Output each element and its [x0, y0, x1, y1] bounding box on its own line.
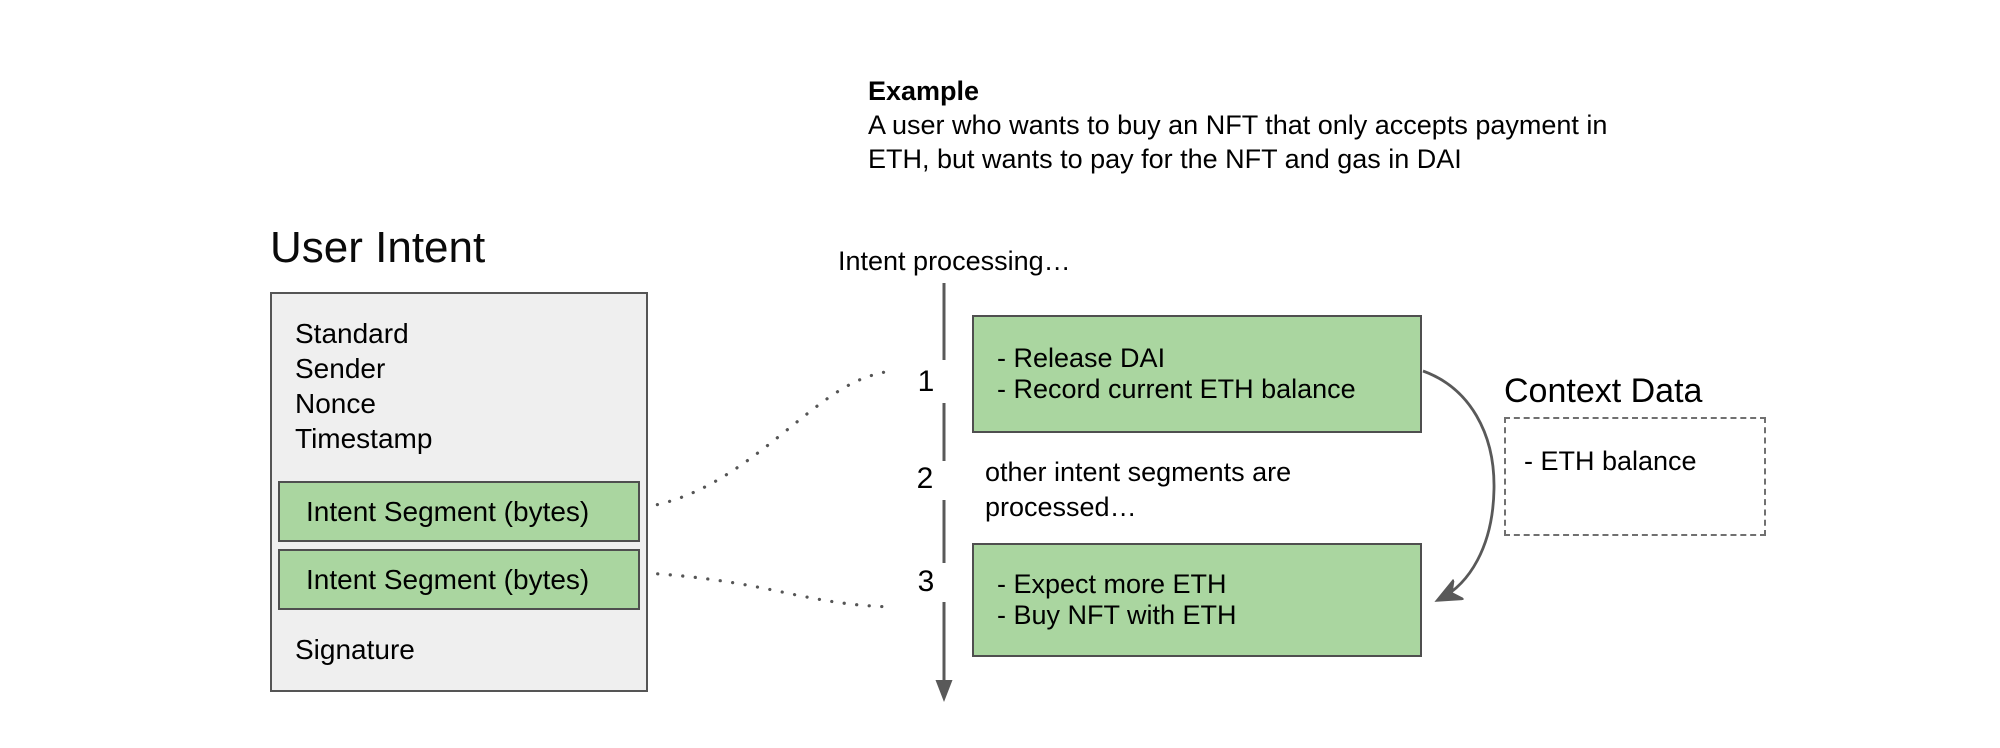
- step3-line-1: - Expect more ETH: [997, 569, 1227, 599]
- context-data-box: [1504, 417, 1766, 536]
- intent-segment-1: Intent Segment (bytes): [278, 481, 640, 542]
- example-block: Example A user who wants to buy an NFT t…: [868, 74, 1607, 176]
- other-segments-note: other intent segments are processed…: [985, 455, 1291, 525]
- step3-box: - Expect more ETH - Buy NFT with ETH: [972, 543, 1422, 657]
- example-heading: Example: [868, 76, 980, 106]
- intent-processing-label: Intent processing…: [838, 246, 1071, 276]
- context-data-title: Context Data: [1504, 372, 1703, 410]
- step1-box: - Release DAI - Record current ETH balan…: [972, 315, 1422, 433]
- segment2-dotted-connector: [643, 571, 896, 609]
- step3-line-2: - Buy NFT with ETH: [997, 600, 1237, 630]
- field-sender: Sender: [295, 353, 386, 384]
- other-segments-note-line-1: other intent segments are: [985, 457, 1292, 487]
- context-data-item: - ETH balance: [1524, 446, 1697, 476]
- example-line-2: ETH, but wants to pay for the NFT and ga…: [868, 144, 1462, 174]
- timeline-arrowhead: [935, 680, 953, 702]
- step1-to-step3-arrow: [1422, 369, 1496, 599]
- timeline-step-1: 1: [917, 365, 935, 398]
- intent-segment-1-label: Intent Segment (bytes): [306, 495, 590, 527]
- step1-line-2: - Record current ETH balance: [997, 374, 1356, 404]
- segment1-dotted-connector: [643, 369, 893, 509]
- signature-label: Signature: [295, 634, 415, 665]
- user-intent-title: User Intent: [270, 223, 486, 272]
- step1-line-1: - Release DAI: [997, 343, 1166, 373]
- example-line-1: A user who wants to buy an NFT that only…: [868, 110, 1608, 140]
- field-timestamp: Timestamp: [295, 423, 433, 454]
- field-nonce: Nonce: [295, 388, 376, 419]
- intent-segment-2-label: Intent Segment (bytes): [306, 563, 590, 595]
- timeline-step-2: 2: [916, 462, 934, 495]
- other-segments-note-line-2: processed…: [985, 492, 1137, 522]
- field-standard: Standard: [295, 318, 409, 349]
- user-intent-fields: Standard Sender Nonce Timestamp: [295, 316, 432, 456]
- intent-segment-2: Intent Segment (bytes): [278, 549, 640, 610]
- timeline-step-3: 3: [917, 565, 935, 598]
